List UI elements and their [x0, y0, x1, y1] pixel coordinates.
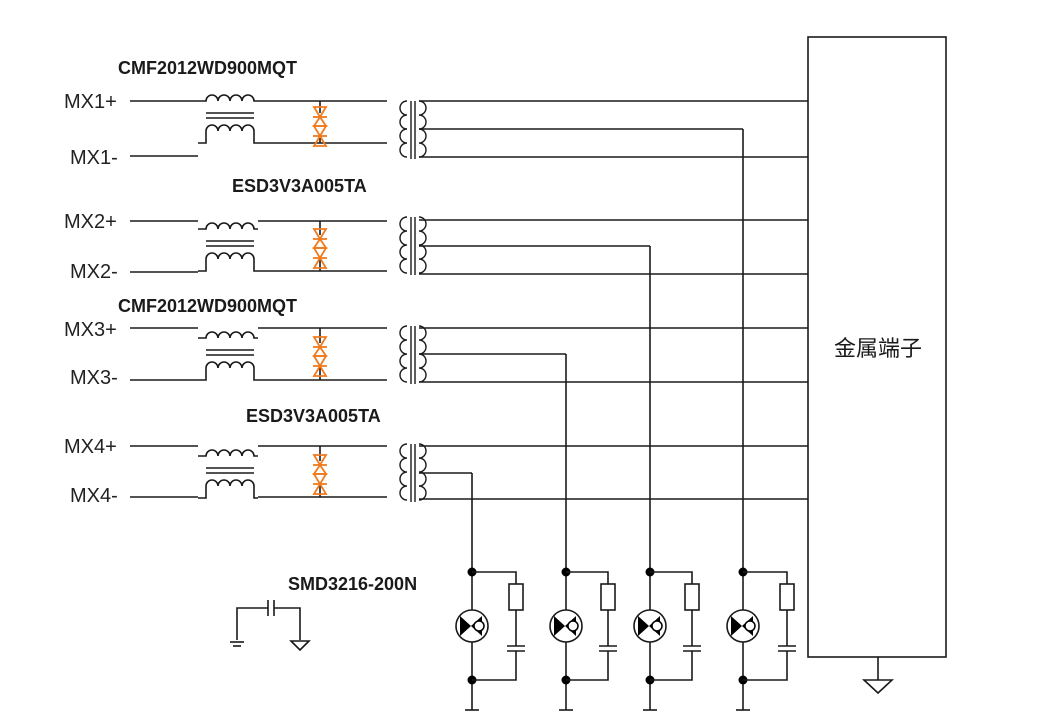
channel-1: MX1+ MX1-: [64, 91, 808, 169]
pin-label-mx1-plus: MX1+: [64, 91, 117, 113]
resistor-2: [600, 583, 616, 611]
resistor-1: [508, 583, 524, 611]
part-label-cmf-1: CMF2012WD900MQT: [118, 58, 297, 78]
resistor-3: [684, 583, 700, 611]
pin-label-mx4-plus: MX4+: [64, 436, 117, 458]
surge-network-2: [549, 567, 617, 710]
common-mode-choke-3: [197, 331, 259, 381]
surge-network-1: [455, 567, 525, 710]
pin-label-mx2-plus: MX2+: [64, 211, 117, 233]
resistor-4: [779, 583, 795, 611]
ground-symbol: [861, 679, 895, 695]
gas-discharge-tube-2: [549, 609, 583, 643]
terminal-label: 金属端子: [834, 337, 922, 362]
part-label-esd-2: ESD3V3A005TA: [246, 406, 381, 426]
gas-discharge-tube-4: [726, 609, 760, 643]
channel-2: MX2+ MX2-: [64, 211, 808, 283]
channel-4: MX4+ MX4-: [64, 436, 808, 507]
gas-discharge-tube-3: [633, 609, 667, 643]
transformer-3: [399, 325, 427, 385]
chassis-ground-capacitor: [230, 600, 311, 652]
channel-3: MX3+ MX3-: [64, 319, 808, 389]
ground-symbol-right: [289, 640, 311, 652]
common-mode-choke-1: [197, 94, 259, 144]
metal-terminal-block: [807, 36, 947, 658]
surge-network-4: [726, 567, 796, 710]
pin-label-mx1-minus: MX1-: [70, 147, 118, 169]
part-label-cmf-2: CMF2012WD900MQT: [118, 296, 297, 316]
common-mode-choke-2: [197, 222, 259, 272]
pin-label-mx2-minus: MX2-: [70, 261, 118, 283]
pin-label-mx3-minus: MX3-: [70, 367, 118, 389]
surge-network-3: [633, 567, 701, 710]
pin-label-mx4-minus: MX4-: [70, 485, 118, 507]
common-mode-choke-4: [197, 449, 259, 499]
transformer-1: [399, 100, 427, 160]
part-label-esd-1: ESD3V3A005TA: [232, 176, 367, 196]
part-label-smd: SMD3216-200N: [288, 574, 417, 594]
pin-label-mx3-plus: MX3+: [64, 319, 117, 341]
gas-discharge-tube-1: [455, 609, 489, 643]
